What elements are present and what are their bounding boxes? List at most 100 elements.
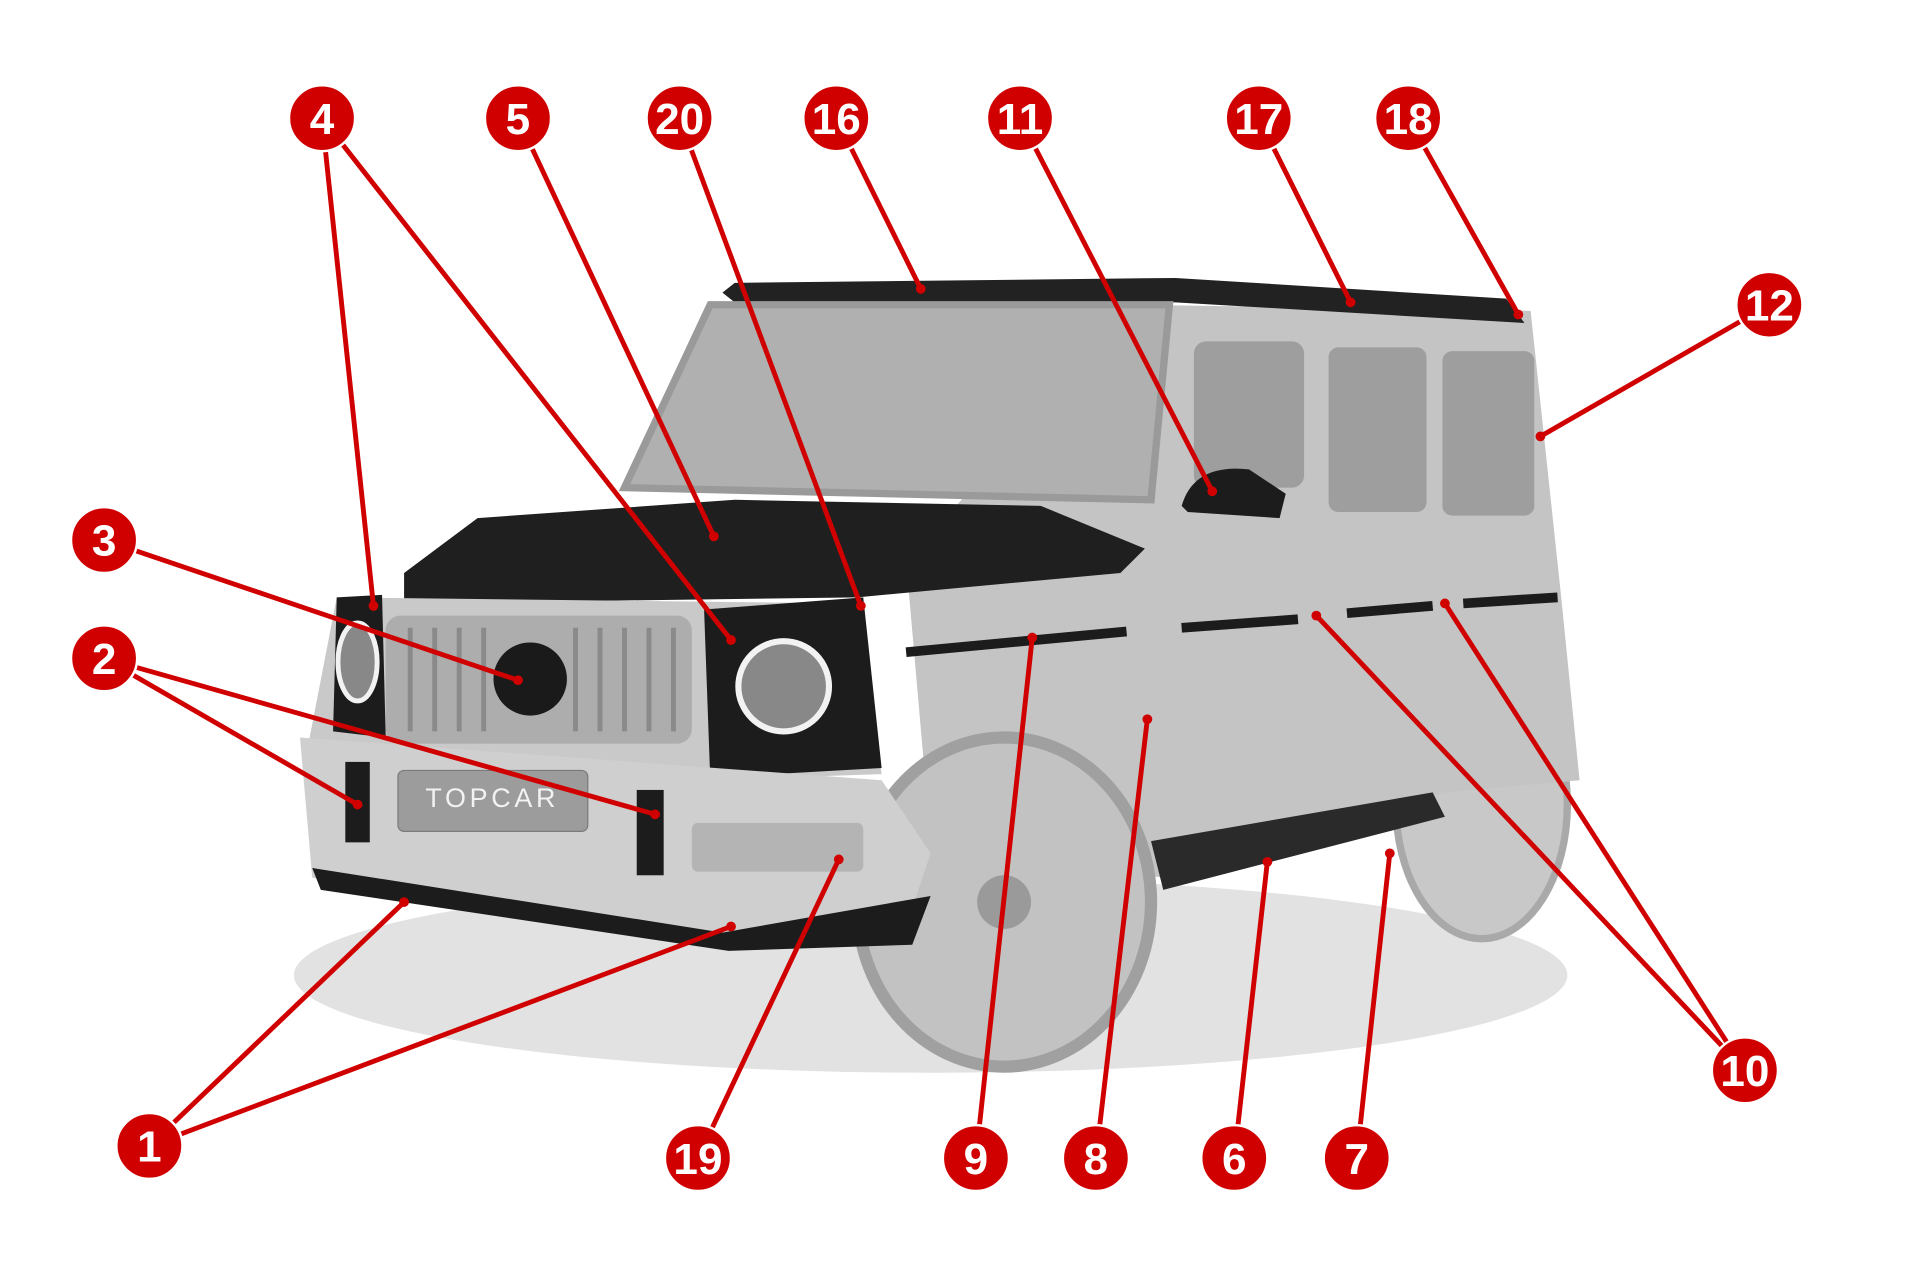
leader-dot [708, 531, 719, 542]
callout-4: 4 [287, 84, 736, 645]
vehicle-illustration: TOPCAR [293, 277, 1580, 1073]
callout-19: 19 [663, 854, 844, 1193]
running-board [1151, 792, 1445, 890]
leader-line [1017, 117, 1215, 493]
callout-badge [1322, 1123, 1392, 1193]
bumper-insert-right [636, 789, 664, 876]
leader-line [147, 900, 406, 1148]
leader-line [973, 637, 1035, 1159]
leader-dot [915, 284, 926, 294]
leader-dot [650, 809, 660, 820]
callout-number: 11 [997, 95, 1044, 144]
callout-7: 7 [1322, 848, 1395, 1193]
callout-badge [483, 84, 553, 153]
callout-16: 16 [802, 84, 926, 294]
leader-dot [726, 635, 736, 645]
callout-18: 18 [1373, 84, 1524, 320]
callout-3: 3 [69, 505, 523, 686]
callout-17: 17 [1224, 84, 1356, 308]
callout-number: 20 [655, 95, 704, 144]
callout-badge [1061, 1123, 1131, 1193]
callout-number: 17 [1234, 95, 1283, 144]
callout-number: 10 [1720, 1047, 1769, 1096]
leader-dot [513, 675, 523, 686]
callout-number: 12 [1745, 282, 1794, 331]
callout-badge [663, 1123, 733, 1193]
leader-line [695, 858, 841, 1160]
side-trim [905, 592, 1558, 658]
leader-line [1314, 613, 1747, 1072]
callout-badge [1200, 1123, 1269, 1193]
leader-dot [1513, 309, 1524, 320]
leader-dot [1207, 486, 1218, 497]
leader-dot [1345, 297, 1356, 308]
callout-8: 8 [1061, 714, 1153, 1193]
callout-11: 11 [985, 84, 1218, 497]
leader-dot [1262, 856, 1273, 867]
leader-dot [726, 921, 736, 932]
leader-dot [833, 854, 844, 865]
callout-20: 20 [645, 84, 866, 611]
leader-line [103, 655, 656, 817]
side-window-3 [1442, 351, 1535, 516]
leader-line [1539, 302, 1771, 439]
callout-number: 6 [1222, 1135, 1247, 1184]
callout-number: 8 [1084, 1135, 1109, 1184]
leader-dot [368, 600, 379, 611]
callout-number: 3 [92, 517, 117, 566]
callout-number: 4 [310, 95, 335, 144]
leader-dot [399, 897, 409, 907]
leader-line [1231, 861, 1270, 1159]
callout-number: 7 [1344, 1135, 1369, 1184]
callout-9: 9 [941, 632, 1038, 1193]
callout-10: 10 [1311, 598, 1780, 1105]
leader-dot [855, 600, 866, 611]
side-window-2 [1328, 347, 1427, 512]
callout-12: 12 [1535, 270, 1804, 442]
callout-badge [941, 1123, 1011, 1193]
leader-line [102, 656, 359, 807]
headlight-right [735, 638, 833, 735]
callout-badge [1224, 84, 1294, 153]
leader-line [148, 924, 732, 1149]
leader-dot [1142, 714, 1153, 725]
callout-badge [985, 84, 1055, 153]
callout-badge [115, 1111, 184, 1181]
leader-line [320, 116, 733, 642]
leader-dot [352, 799, 363, 810]
fog-intake [691, 822, 864, 872]
callout-badge [287, 84, 357, 153]
callout-number: 1 [137, 1123, 162, 1172]
leader-line [677, 117, 864, 607]
callout-number: 9 [964, 1135, 989, 1184]
leader-line [1406, 117, 1521, 316]
callout-badge [69, 624, 139, 693]
leader-line [1442, 602, 1747, 1072]
hood [404, 499, 1145, 604]
leader-dot [1311, 610, 1322, 621]
leader-line [1093, 718, 1150, 1159]
front-splitter [312, 867, 931, 951]
callout-badge [1373, 84, 1443, 153]
callout-number: 16 [812, 95, 861, 144]
leader-line [515, 117, 717, 538]
leader-dot [1440, 598, 1450, 609]
callout-2: 2 [69, 624, 660, 820]
callout-number: 18 [1384, 95, 1433, 144]
leader-line [1256, 117, 1353, 304]
headlight-left [335, 620, 380, 704]
leader-line [1354, 853, 1393, 1159]
callout-6: 6 [1200, 856, 1273, 1193]
callout-badge [1735, 270, 1804, 339]
leader-line [319, 117, 376, 607]
callout-badge [645, 84, 714, 153]
leader-line [103, 537, 519, 683]
windshield [618, 301, 1174, 504]
callout-5: 5 [483, 84, 719, 542]
callout-1: 1 [115, 897, 736, 1181]
callout-badge [1710, 1036, 1780, 1105]
callout-number: 2 [92, 635, 117, 684]
side-window-1 [1193, 341, 1305, 488]
